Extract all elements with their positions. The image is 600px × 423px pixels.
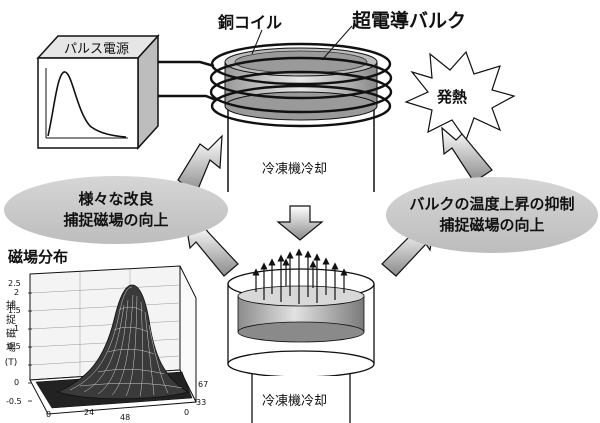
plot-ylabel-char-5: (T) xyxy=(4,358,18,368)
copper-coil-label: 銅コイル xyxy=(218,13,283,32)
field-distribution-plot xyxy=(28,265,197,415)
left-ellipse-line2: 捕捉磁場の向上 xyxy=(63,211,169,229)
plot-ylabel-char-1: 捕 xyxy=(6,301,16,312)
heat-label: 発熱 xyxy=(437,88,468,106)
y-tick-label: 0 xyxy=(184,408,190,417)
field-distribution-label: 磁場分布 xyxy=(8,248,69,266)
z-tick-label: 2.5 xyxy=(8,279,21,288)
field-arrows xyxy=(252,248,348,304)
z-tick-label: 0.5 xyxy=(8,342,21,351)
cooling-top-label: 冷凍機冷却 xyxy=(262,162,328,177)
z-tick-label: 2 xyxy=(14,288,20,297)
coil-assembly xyxy=(209,25,393,128)
z-tick-label: -0.5 xyxy=(6,397,22,406)
y-tick-label: 33 xyxy=(196,398,207,407)
x-tick-label: 48 xyxy=(120,413,131,422)
plot-ylabel: 捕 捉 磁 場 (T) xyxy=(3,300,19,370)
pulse-source-label: パルス電源 xyxy=(64,42,130,57)
z-tick-label: 0 xyxy=(14,378,20,387)
bulk-title-label: 超電導バルク xyxy=(352,10,467,32)
left-ellipse-line1: 様々な改良 xyxy=(78,190,154,208)
right-ellipse-text: バルクの温度上昇の抑制 捕捉磁場の向上 xyxy=(388,194,596,236)
cooling-bottom-label: 冷凍機冷却 xyxy=(262,394,328,409)
plot-ylabel-char-2: 捉 xyxy=(6,315,16,326)
left-ellipse-text: 様々な改良 捕捉磁場の向上 xyxy=(14,189,218,231)
pulse-power-supply xyxy=(36,34,160,150)
right-ellipse-line2: 捕捉磁場の向上 xyxy=(439,216,545,234)
plot-ylabel-char-4: 場 xyxy=(6,343,16,354)
arrows-gray xyxy=(177,126,493,277)
x-tick-label: 0 xyxy=(46,410,52,419)
plot-ylabel-char-3: 磁 xyxy=(6,329,16,340)
heat-burst xyxy=(404,50,516,142)
wire-lower xyxy=(158,94,217,102)
right-ellipse-line1: バルクの温度上昇の抑制 xyxy=(409,195,575,213)
left-ellipse-shape xyxy=(4,176,228,244)
wire-upper xyxy=(158,60,215,68)
x-tick-label: 24 xyxy=(84,408,95,417)
z-tick-label: 1 xyxy=(14,324,20,333)
y-tick-label: 67 xyxy=(198,380,209,389)
z-tick-label: 1.5 xyxy=(8,306,21,315)
right-ellipse-shape xyxy=(386,177,598,253)
